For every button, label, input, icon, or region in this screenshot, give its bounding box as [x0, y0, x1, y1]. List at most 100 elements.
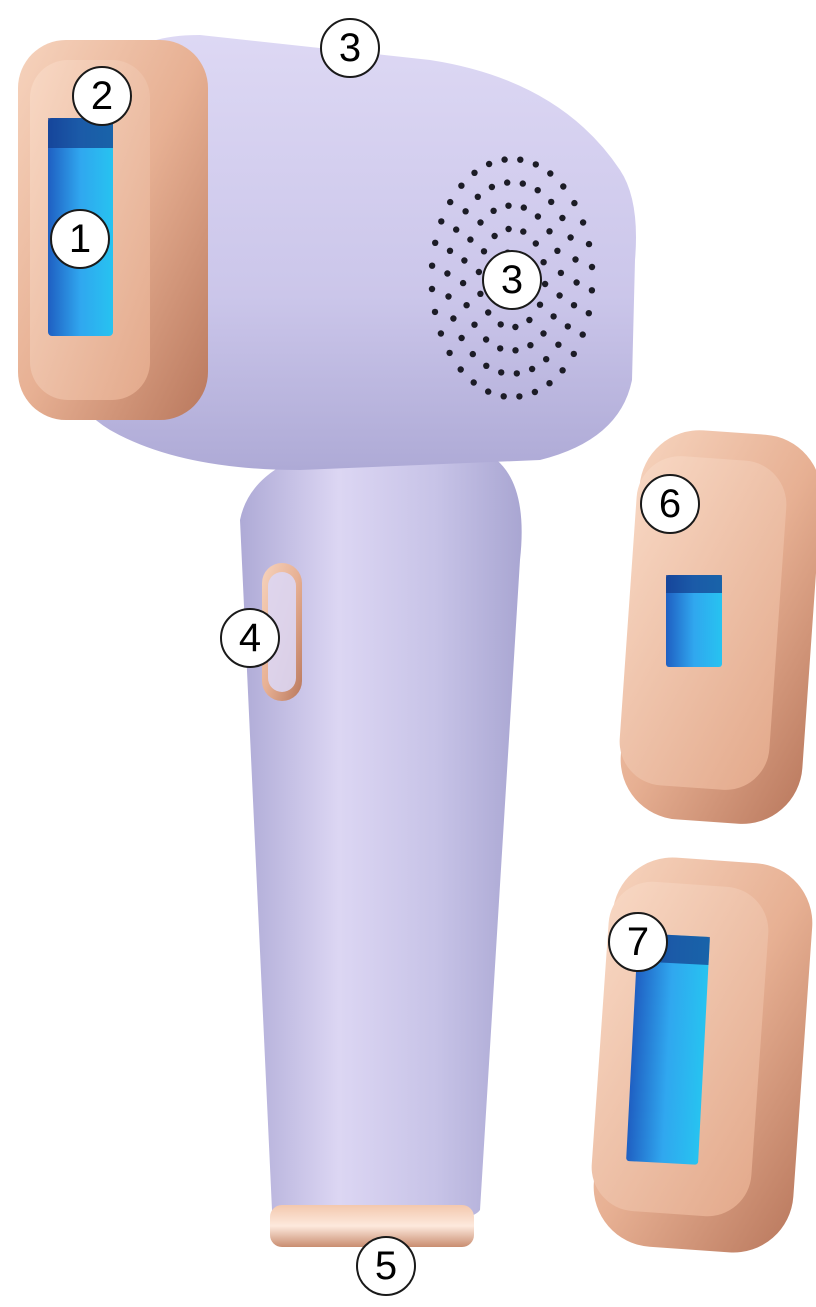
vent-hole	[476, 269, 482, 275]
vent-hole	[485, 388, 491, 394]
vent-hole	[546, 380, 552, 386]
vent-hole	[589, 287, 595, 293]
attachment-large-window	[589, 853, 816, 1256]
vent-hole	[540, 259, 546, 265]
vent-hole	[462, 208, 468, 214]
vent-hole	[540, 330, 546, 336]
vent-hole	[477, 219, 483, 225]
callout-lamp-window: 1	[50, 209, 110, 269]
vent-hole	[481, 248, 487, 254]
vent-hole	[505, 203, 511, 209]
vent-hole	[490, 208, 496, 214]
vent-hole	[527, 342, 533, 348]
vent-hole	[559, 215, 565, 221]
vent-hole	[586, 310, 592, 316]
vent-hole	[463, 302, 469, 308]
callout-power-button: 4	[220, 608, 280, 668]
vent-hole	[512, 347, 518, 353]
vent-hole	[446, 350, 452, 356]
vent-hole	[504, 179, 510, 185]
vent-hole	[501, 393, 507, 399]
vent-hole	[438, 218, 444, 224]
vent-hole	[571, 302, 577, 308]
vent-hole	[429, 286, 435, 292]
vent-hole	[560, 183, 566, 189]
vent-hole	[461, 257, 467, 263]
vent-hole	[447, 248, 453, 254]
vent-hole	[529, 366, 535, 372]
vent-hole	[567, 234, 573, 240]
vent-hole	[516, 393, 522, 399]
vent-hole	[501, 156, 507, 162]
vent-hole	[471, 322, 477, 328]
vent-hole	[505, 226, 511, 232]
vent-hole	[571, 351, 577, 357]
vent-hole	[559, 367, 565, 373]
vent-hole	[533, 161, 539, 167]
vent-hole	[546, 228, 552, 234]
vent-hole	[470, 351, 476, 357]
vent-hole	[450, 315, 456, 321]
vent-hole	[477, 291, 483, 297]
vent-hole	[467, 236, 473, 242]
vent-hole	[537, 302, 543, 308]
vent-hole	[520, 180, 526, 186]
vent-hole	[447, 199, 453, 205]
vent-hole	[498, 321, 504, 327]
vent-hole	[526, 317, 532, 323]
vent-hole	[535, 213, 541, 219]
vent-hole	[517, 157, 523, 163]
vent-hole	[555, 342, 561, 348]
vent-hole	[572, 256, 578, 262]
vent-hole	[491, 233, 497, 239]
vent-hole	[589, 264, 595, 270]
vent-hole	[438, 330, 444, 336]
vent-hole	[573, 279, 579, 285]
vent-hole	[453, 226, 459, 232]
vent-hole	[489, 184, 495, 190]
vent-hole	[432, 240, 438, 246]
vent-hole	[444, 270, 450, 276]
vent-hole	[475, 194, 481, 200]
callout-vents-side: 3	[482, 250, 542, 310]
vent-hole	[580, 331, 586, 337]
vent-hole	[483, 336, 489, 342]
vent-hole	[558, 270, 564, 276]
vent-hole	[543, 356, 549, 362]
vent-hole	[429, 263, 435, 269]
vent-hole	[445, 293, 451, 299]
vent-hole	[565, 323, 571, 329]
vent-hole	[586, 241, 592, 247]
callout-attachment-large: 7	[608, 912, 668, 972]
callout-attachment-small: 6	[640, 474, 700, 534]
callout-power-port: 5	[356, 1236, 416, 1296]
vent-hole	[556, 292, 562, 298]
vent-hole	[471, 170, 477, 176]
vent-hole	[532, 389, 538, 395]
vent-hole	[471, 379, 477, 385]
callout-vents-top: 3	[320, 18, 380, 78]
vent-hole	[554, 248, 560, 254]
vent-hole	[521, 204, 527, 210]
vent-hole	[512, 324, 518, 330]
vent-hole	[571, 200, 577, 206]
vent-hole	[485, 309, 491, 315]
vent-hole	[514, 370, 520, 376]
vent-hole	[550, 313, 556, 319]
vent-hole	[580, 219, 586, 225]
vent-hole	[458, 335, 464, 341]
vent-hole	[483, 363, 489, 369]
vent-hole	[542, 281, 548, 287]
vent-hole	[458, 366, 464, 372]
callout-window-frame: 2	[72, 66, 132, 126]
vent-hole	[498, 369, 504, 375]
vent-hole	[432, 309, 438, 315]
vent-hole	[535, 187, 541, 193]
vent-hole	[548, 199, 554, 205]
vent-hole	[458, 183, 464, 189]
vent-hole	[533, 240, 539, 246]
vent-hole	[497, 345, 503, 351]
vent-hole	[460, 280, 466, 286]
